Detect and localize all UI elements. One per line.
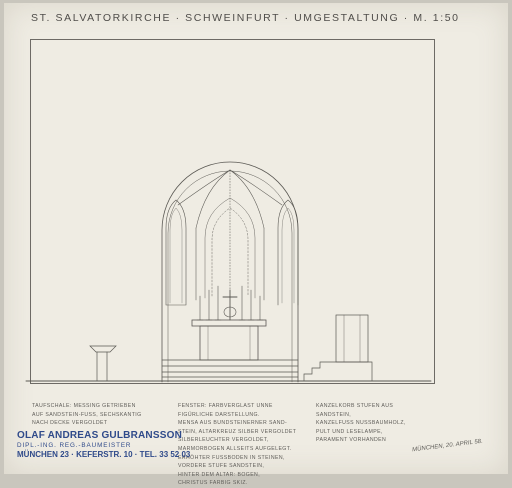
note-line: AUF SANDSTEIN-FUSS, SECHSKANTIG [32, 411, 142, 418]
architect-stamp: OLAF ANDREAS GULBRANSSON DIPL.-ING. REG.… [17, 430, 190, 459]
note-line: ERHÖHTER FUSSBODEN IN STEINEN, [178, 454, 285, 461]
note-line: VORDERE STUFE SANDSTEIN, [178, 463, 265, 470]
note-line: PULT UND LESELAMPE, [316, 428, 383, 435]
candlesticks [196, 285, 264, 321]
note-line: FENSTER: FARBVERGLAST UNNE [178, 403, 273, 409]
apse-window-right [277, 199, 299, 306]
note-line: NACH DECKE VERGOLDET [32, 420, 108, 427]
apse-window-left [165, 199, 187, 306]
vault-ribs [177, 169, 283, 301]
note-line: SILBERLEUCHTER VERGOLDET, [178, 437, 269, 444]
note-line: MENSA AUS BUNDSTEINERNER SAND- [178, 420, 288, 427]
notes-column-3: KANZELKORB STUFEN AUS SANDSTEIN, KANZELF… [316, 402, 406, 445]
note-line: TAUFSCHALE: MESSING GETRIEBEN [32, 403, 136, 409]
altar-cross-icon [222, 289, 238, 321]
architect-degree: DIPL.-ING. REG.-BAUMEISTER [17, 442, 132, 449]
apse-window-center [204, 197, 256, 299]
pulpit [303, 314, 373, 382]
notes-column-2: FENSTER: FARBVERGLAST UNNE FIGÜRLICHE DA… [178, 402, 296, 488]
note-line: MARMORBOGEN ALLSEITS AUFGELEGT. [178, 445, 292, 452]
drawing-sheet: ST. SALVATORKIRCHE · SCHWEINFURT · UMGES… [4, 3, 508, 474]
note-line: KANZELKORB STUFEN AUS [316, 403, 394, 409]
note-line: PARAMENT VORHANDEN [316, 437, 387, 444]
chancel-steps [161, 359, 299, 378]
notes-column-1: TAUFSCHALE: MESSING GETRIEBEN AUF SANDST… [32, 402, 142, 428]
note-line: CHRISTUS FARBIG SKIZ. [178, 480, 248, 487]
note-line: HINTER DEM ALTAR: BOGEN, [178, 471, 261, 478]
note-line: KANZELFUSS NUSSBAUMHOLZ, [316, 420, 406, 427]
note-line: STEIN, ALTARKREUZ SILBER VERGOLDET [178, 428, 297, 435]
note-line: FIGÜRLICHE DARSTELLUNG. [178, 411, 260, 418]
altar [191, 319, 267, 361]
elevation-drawing [25, 161, 432, 383]
baptismal-font [89, 345, 117, 382]
note-line: SANDSTEIN, [316, 411, 352, 418]
drawing-frame [30, 39, 435, 384]
architect-name: OLAF ANDREAS GULBRANSSON [17, 430, 182, 441]
sheet-title: ST. SALVATORKIRCHE · SCHWEINFURT · UMGES… [31, 12, 460, 24]
architect-address: MÜNCHEN 23 · KEFERSTR. 10 · TEL. 33 52 0… [17, 450, 191, 459]
